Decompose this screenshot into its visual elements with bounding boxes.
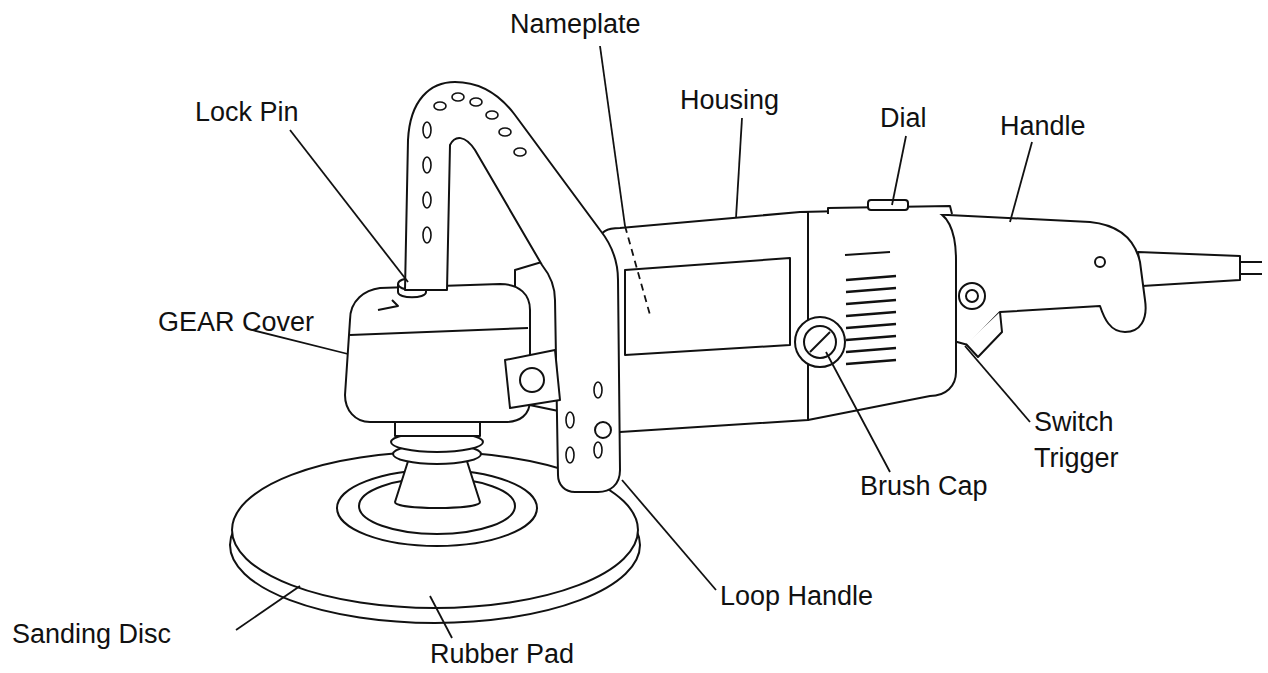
rear-handle: [928, 214, 1146, 345]
brush-cap-inner: [804, 326, 836, 358]
brush-cap-slot: [810, 332, 830, 352]
handle-dot: [1095, 257, 1105, 267]
leader-line: [826, 352, 890, 472]
part-label: Switch Trigger: [1034, 404, 1149, 476]
handle-screw: [959, 283, 985, 309]
leader-line: [736, 118, 742, 218]
bracket-bolt: [520, 368, 544, 392]
part-label: Nameplate: [510, 6, 641, 42]
leader-line: [430, 596, 452, 638]
speed-dial: [868, 200, 908, 210]
part-label: Brush Cap: [860, 468, 988, 504]
rotation-arrow: [378, 300, 398, 310]
leader-line-hidden: [625, 226, 650, 315]
brush-cap-shape: [795, 317, 845, 367]
leader-line: [600, 46, 625, 226]
motor-detail: [845, 252, 890, 255]
plug-prong: [1240, 261, 1262, 263]
leader-line: [1010, 142, 1032, 222]
motor-housing: [600, 212, 808, 432]
switch-trigger-shape: [966, 312, 1002, 357]
leader-line: [622, 480, 716, 590]
part-label: Handle: [1000, 108, 1086, 144]
leader-line: [290, 130, 408, 282]
handle-screw-inner: [966, 290, 978, 302]
plug-prong: [1240, 273, 1262, 275]
part-label: Housing: [680, 82, 779, 118]
loop-handle-shape: [405, 82, 620, 492]
part-label: Loop Handle: [720, 578, 873, 614]
motor-section: [800, 209, 956, 420]
leader-line: [965, 346, 1030, 422]
part-label: Lock Pin: [195, 94, 299, 130]
gear-cover-shape: [345, 284, 530, 422]
leader-line: [236, 586, 300, 630]
part-label: GEAR Cover: [158, 304, 314, 340]
housing-panel: [625, 258, 790, 355]
part-label: Rubber Pad: [430, 636, 574, 672]
gear-cover-edge: [350, 328, 528, 335]
handle-bracket: [505, 350, 560, 408]
loop-handle-screw: [595, 422, 611, 438]
part-label: Dial: [880, 100, 927, 136]
leader-line: [892, 136, 906, 205]
part-label: Sanding Disc: [12, 616, 171, 652]
power-cord: [1138, 252, 1240, 286]
